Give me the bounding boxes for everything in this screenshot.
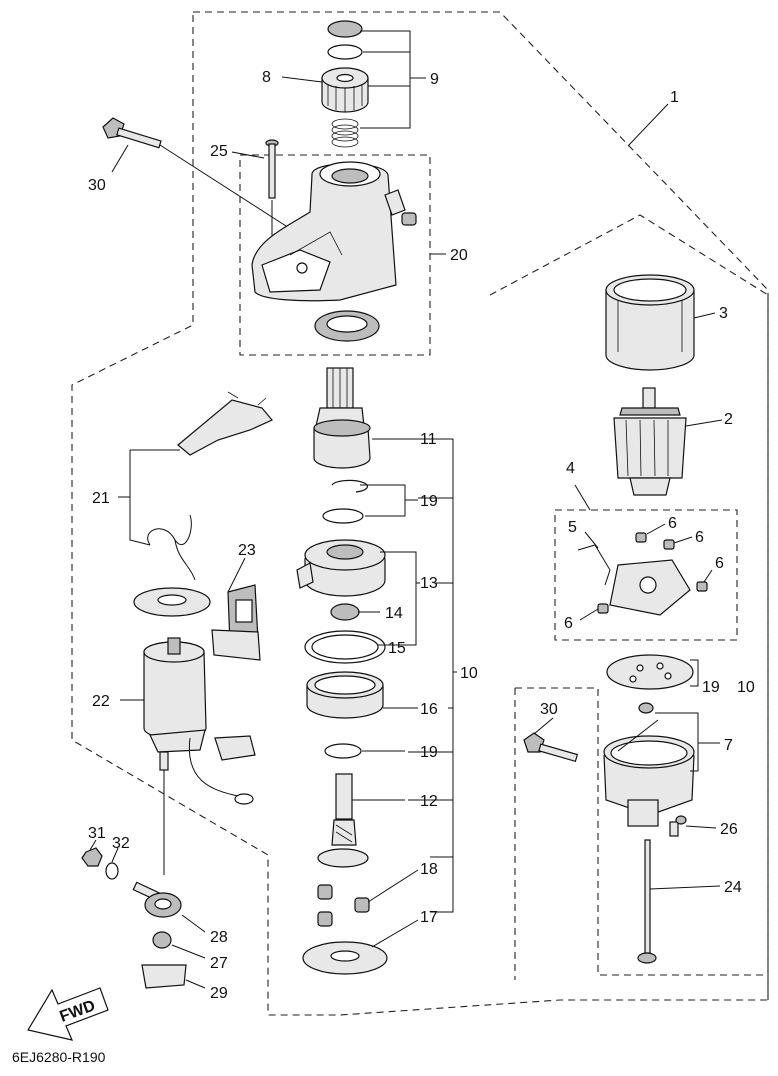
washer-19-b-part [324,743,362,759]
callout-31: 31 [88,825,106,842]
bushing-14-part [330,603,360,621]
callout-7: 7 [724,737,733,754]
fwd-arrow-icon: FWD [27,987,109,1041]
rear-group [523,654,695,964]
terminal-28-part [132,881,182,918]
rear-cover-7-part [603,735,695,827]
callout-30-top: 30 [88,177,106,194]
washer-32-part [105,862,119,880]
callout-29: 29 [210,985,228,1002]
callout-numbers: 1 2 3 4 5 6 6 6 6 7 8 9 10 19 10 11 12 1… [88,69,755,1002]
callout-15: 15 [388,640,406,657]
callout-24: 24 [724,879,742,896]
nut-31-part [81,847,103,867]
small-hardware [81,847,187,989]
washer-19-a-part [322,508,364,524]
clutch-assembly-part [313,367,371,469]
planet-gears-18-part [317,884,370,927]
callout-16: 16 [420,701,438,718]
pinion-group [321,20,369,148]
diagram-code: 6EJ6280-R190 [12,1049,106,1065]
ring-15-part [304,630,386,664]
callout-30-bottom: 30 [540,701,558,718]
callout-8: 8 [262,69,271,86]
callout-14: 14 [385,605,403,622]
callout-3: 3 [719,305,728,322]
lever-holder-23-part [133,584,261,661]
callout-12: 12 [420,793,438,810]
washer-7-part [638,702,654,714]
assembly-1-boundary [71,11,769,1016]
callout-27: 27 [210,955,228,972]
callout-1: 1 [670,89,679,106]
plunger-sleeve-part [214,735,256,761]
pinion-spring-part [331,118,359,148]
yoke-part [605,274,695,371]
snap-ring-part [331,479,369,493]
center-column [296,367,388,975]
leader-lines [89,30,723,989]
stopper-ring-part [327,20,363,38]
assembly-10-boundary [489,214,769,1000]
callout-2: 2 [724,411,733,428]
callout-5: 5 [568,519,577,536]
cap-29-part [141,964,187,989]
callout-17: 17 [420,909,438,926]
callout-4: 4 [566,460,575,477]
callout-21: 21 [92,490,110,507]
brush-6-part [635,532,647,543]
callout-23: 23 [238,542,256,559]
brush-5-part [577,544,611,586]
callout-19a: 19 [420,493,438,510]
clip-ring-part [327,44,363,60]
front-bracket-part [251,161,417,342]
callout-18: 18 [420,861,438,878]
brush-plate-19-part [606,654,694,690]
assembly-20-boundary [239,154,431,356]
callout-26: 26 [720,821,738,838]
callout-20: 20 [450,247,468,264]
callout-11: 11 [420,431,437,448]
callout-28: 28 [210,929,228,946]
callout-19b: 19 [420,744,438,761]
callout-6b: 6 [695,529,704,546]
callout-6c: 6 [715,555,724,572]
armature-part [613,387,687,496]
pinion-shaft-12-part [317,773,369,868]
bolt-25-part [265,139,279,250]
long-bolt-24-part [637,839,657,964]
pinion-gear-part [321,67,369,113]
planetary-gear-housing-part [296,539,386,597]
callout-19-rear: 19 [702,679,720,696]
assembly-boundaries [71,11,769,1016]
internal-gear-16-part [306,671,384,719]
callout-10: 10 [460,665,478,682]
callout-6d: 6 [564,615,573,632]
magnet-switch-part [143,637,256,875]
callout-10-rear: 10 [737,679,755,696]
screw-26-part [669,815,687,837]
assembly-7-boundary [514,687,768,980]
cover-27-part [152,931,172,949]
callout-22: 22 [92,693,110,710]
callout-32: 32 [112,835,130,852]
brush-6-part-b [663,539,675,550]
through-bolt-30-top [102,117,301,236]
brush-holder-assembly [577,532,708,616]
through-bolt-30-bottom [523,732,579,763]
brush-6-part-d [597,603,609,614]
callout-9: 9 [430,71,439,88]
plate-17-part [302,941,388,975]
callout-6a: 6 [668,515,677,532]
brush-6-part-c [696,581,708,592]
shift-lever-part [147,391,273,581]
callout-13: 13 [420,575,438,592]
callout-25: 25 [210,143,228,160]
assembly-4-boundary [554,509,738,641]
